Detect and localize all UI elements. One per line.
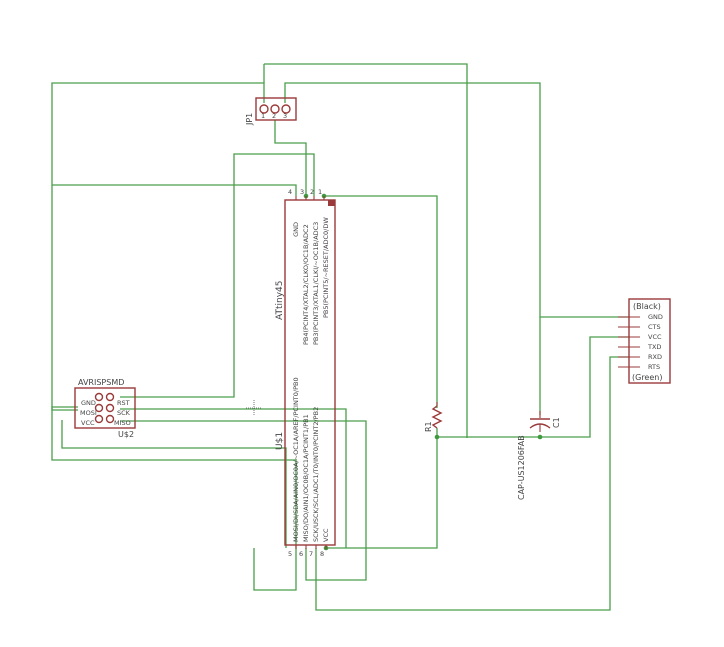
junction-node [537, 434, 543, 440]
attiny-label-vcc: VCC [322, 528, 330, 542]
avrisp-header[interactable]: AVRISPSMD U$2 GND MOSI VCC RST SCK MISO [74, 378, 136, 439]
avrisp-label-sck: SCK [117, 409, 131, 417]
wire-pin5-loop [253, 548, 297, 591]
attiny-pin-3-number: 3 [300, 188, 304, 196]
wire-miso-left [61, 420, 287, 548]
ftdi-pin-txd: TXD [647, 343, 661, 351]
attiny-label-gnd: GND [292, 222, 300, 237]
attiny-pin-8-number: 8 [320, 550, 324, 558]
c1-value-label: CAP-US1206FAB [517, 435, 526, 500]
attiny-pin-6-number: 6 [299, 550, 303, 558]
jp1-pin-3-label: 3 [283, 112, 287, 120]
ftdi-pin-cts: CTS [648, 323, 661, 331]
r1-name-label: R1 [424, 421, 433, 432]
wire-mosi [51, 406, 297, 548]
ftdi-pin-gnd: GND [648, 313, 663, 321]
jp1-pin-2-label: 2 [272, 112, 276, 120]
attiny-pin-1-number: 1 [318, 188, 322, 196]
wire-attiny-pin2-rst [120, 153, 315, 398]
attiny-label-pb5: PB5(PCINT5/~RESET/ADC0/DW [322, 217, 330, 318]
ftdi-header[interactable]: (Black) (Green) GND CTS VCC TXD RXD RTS [618, 298, 671, 384]
attiny-pin-4-number: 4 [288, 188, 292, 196]
avrisp-label-vcc: VCC [81, 419, 95, 427]
junction-node [434, 434, 440, 440]
attiny45-chip[interactable]: 4 3 2 1 5 6 7 8 GND PB4(PCINT4/XTAL2/CLK… [275, 188, 336, 558]
wire-miso-right [120, 420, 367, 581]
attiny-label-pb1: MISO/DO/AIN1/OC0B/OC1A/PCINT1/PB1 [302, 414, 310, 542]
ftdi-pin-vcc: VCC [648, 333, 662, 341]
wire-vcc-ftdi [540, 336, 630, 438]
jp1-connector[interactable]: 1 2 3 JP1 [245, 97, 297, 126]
wires [51, 63, 630, 611]
ftdi-bottom-label: (Green) [632, 373, 662, 382]
wire-jp1-top-right [264, 63, 468, 438]
c1-name-label: C1 [552, 417, 561, 428]
attiny-pin-7-number: 7 [309, 550, 313, 558]
crosshair-cursor-icon [246, 400, 262, 416]
attiny-label-pb0: MOSI/DI/SDA/AIN0/OC0A/~OC1A/AREF/PCINT0/… [292, 377, 300, 542]
avrisp-label-gnd: GND [81, 399, 96, 407]
jp1-pin-1-label: 1 [261, 112, 265, 120]
attiny-pin-5-number: 5 [288, 550, 292, 558]
jp1-name-label: JP1 [245, 113, 254, 126]
attiny-label-pb4: PB4(PCINT4/XTAL2/CLKO/OC1B/ADC2 [302, 224, 310, 345]
attiny-value-label: ATtiny45 [275, 281, 285, 320]
wire-jp1-attiny-pin3 [274, 120, 307, 196]
attiny-label-pb2: SCK/USCK/SCL/ADC1/T0/INT0/PCINT2/PB2 [312, 407, 320, 542]
attiny-name-label: U$1 [275, 432, 285, 450]
avrisp-value-label: AVRISPSMD [78, 378, 124, 387]
capacitor-c1[interactable]: C1 CAP-US1206FAB [517, 411, 561, 500]
attiny-label-pb3: PB3(PCINT3/XTAL1/CLKI/~OC1B/ADC3 [312, 222, 320, 345]
ftdi-pin-rxd: RXD [648, 353, 662, 361]
ftdi-pin-rts: RTS [648, 363, 660, 371]
wire-jp1-pin1 [51, 82, 265, 411]
wire-rxd [315, 356, 630, 611]
avrisp-label-miso: MISO [114, 419, 131, 427]
attiny-pin-2-number: 2 [310, 188, 314, 196]
ftdi-top-label: (Black) [633, 302, 661, 311]
wire-attiny-pin1-r1 [324, 195, 438, 408]
wire-jp1-pin3-gnd [284, 82, 630, 318]
avrisp-label-mosi: MOSI [80, 409, 97, 417]
wire-r1-vcc [326, 437, 438, 549]
wire-attiny-gnd [52, 184, 297, 196]
avrisp-label-rst: RST [117, 399, 130, 407]
resistor-r1[interactable]: R1 [424, 402, 443, 432]
avrisp-name-label: U$2 [118, 430, 134, 439]
wire-sck [120, 408, 347, 548]
